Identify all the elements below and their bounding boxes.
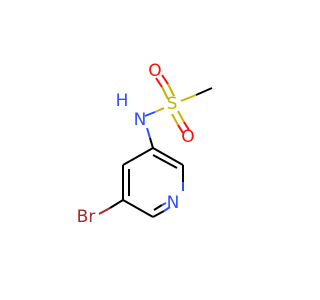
- atom-ring-nitrogen: N: [167, 193, 180, 213]
- atom-sulfur: S: [167, 94, 178, 114]
- bond-sulfur-oxygen-lower-b: [171, 113, 179, 126]
- bond-ring-c5-c6: [122, 199, 154, 218]
- bond-ring-c3-c4: [122, 147, 154, 166]
- atom-amine-nitrogen: N: [134, 110, 147, 130]
- bond-nitrogen-ring-c: [149, 137, 154, 149]
- bond-ring-c2-c3: [152, 147, 184, 166]
- atom-oxygen-lower: O: [181, 127, 194, 147]
- structure-diagram: O S O H N N Br: [77, 61, 213, 227]
- bond-sulfur-oxygen-upper-a: [167, 83, 175, 97]
- bond-sulfur-nitrogen: [154, 107, 165, 113]
- bond-methyl-sulfur-s: [180, 94, 197, 102]
- bond-ring-bromine-br: [98, 207, 111, 215]
- atom-oxygen-upper: O: [148, 61, 161, 81]
- bond-ring-bromine: [109, 199, 124, 209]
- bond-ring-c6-n-n: [163, 206, 171, 212]
- molecule-canvas: O S O H N N Br: [76, 61, 213, 227]
- bond-ring-c6-n: [152, 210, 165, 218]
- bond-sulfur-oxygen-upper-a2: [161, 74, 169, 85]
- bond-sulfur-oxygen-lower-b2: [177, 124, 184, 134]
- bond-ring-c6-n-inner: [153, 204, 163, 211]
- bond-nitrogen-ring: [146, 127, 151, 139]
- bond-sulfur-nitrogen-n: [144, 111, 156, 117]
- bond-sulfur-oxygen-upper-b: [161, 86, 169, 100]
- bond-ring-c6-n-inner-n: [161, 202, 167, 206]
- bond-sulfur-oxygen-lower-a2: [183, 121, 190, 131]
- bond-ring-c2-c3-inner: [152, 154, 178, 169]
- bond-sulfur-oxygen-upper-b2: [155, 77, 163, 88]
- atom-bromine: Br: [77, 207, 96, 227]
- atom-amine-hydrogen: H: [116, 91, 129, 111]
- bond-sulfur-oxygen-lower-a: [177, 110, 185, 123]
- bond-methyl-sulfur: [195, 87, 213, 96]
